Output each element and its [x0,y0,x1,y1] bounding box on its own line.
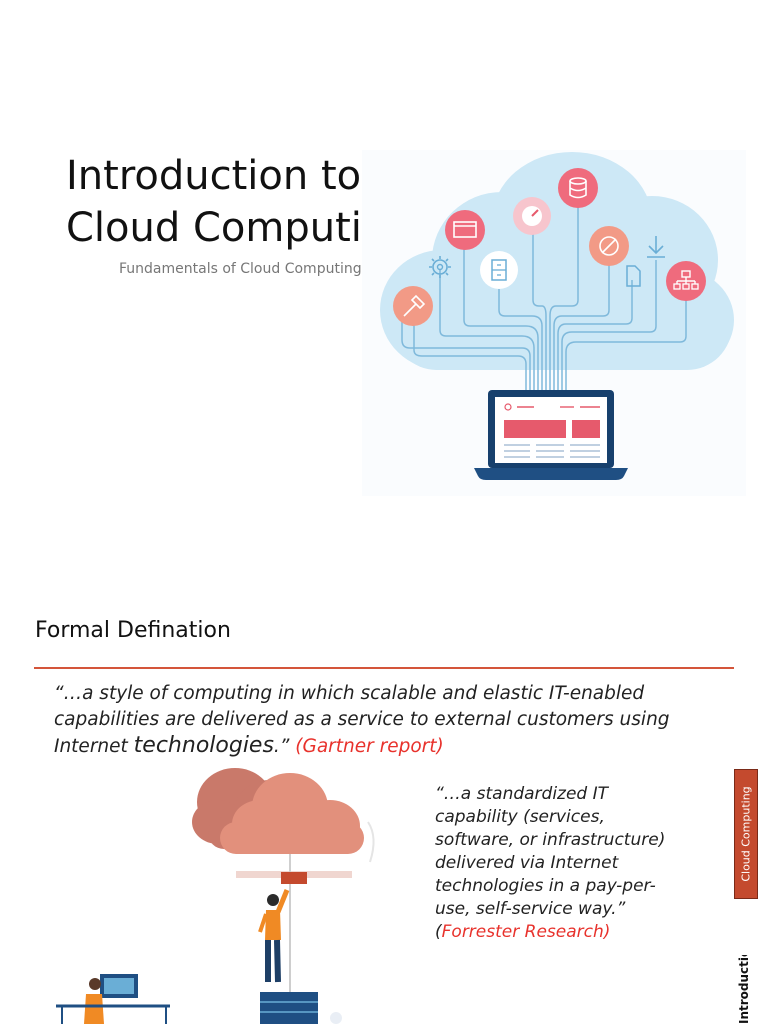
slide-title: Introduction to Cloud Computing [66,150,413,254]
title-slide: Introduction to Cloud Computing Fundamen… [66,150,746,496]
cloud-service-illustration [56,768,375,1024]
quote1-emphasis: technologies [133,733,274,758]
database-icon [558,168,598,208]
person-icon [258,889,290,983]
side-label: Introduction [732,955,756,1024]
title-line-1: Introduction to [66,153,362,199]
no-sync-icon [589,226,629,266]
side-label-text: Introduction [737,955,751,1024]
sitemap-icon [666,261,706,301]
laptop-icon [474,390,628,480]
desk-worker-icon [56,974,170,1024]
cabinet-icon [480,251,518,289]
server-icon [260,992,342,1024]
slide-subtitle: Fundamentals of Cloud Computing [119,261,362,277]
cloud-network-illustration [362,150,746,496]
quote2-text: “…a standardized IT capability (services… [435,784,666,919]
section-heading: Formal Defination [35,618,231,643]
section-tab: Cloud Computing [734,769,758,899]
quote1-source: (Gartner report) [295,736,444,757]
download-icon [647,236,665,258]
gear-icon [429,256,451,278]
quote2-source-open: ( [435,922,442,942]
document-icon [626,265,641,287]
speedometer-icon [513,197,551,235]
heading-divider [34,667,734,669]
section-tab-label: Cloud Computing [739,786,753,882]
gartner-quote: “…a style of computing in which scalable… [54,681,694,760]
usb-key-icon [393,286,433,326]
forrester-quote: “…a standardized IT capability (services… [435,783,675,944]
browser-icon [445,210,485,250]
cloud-icon [192,768,375,863]
quote1-text-b: .” [273,736,296,757]
quote1-text-a: “…a style of computing in which scalable… [54,683,670,757]
quote2-source: Forrester Research) [441,922,611,942]
title-line-2: Cloud Computing [66,205,413,251]
